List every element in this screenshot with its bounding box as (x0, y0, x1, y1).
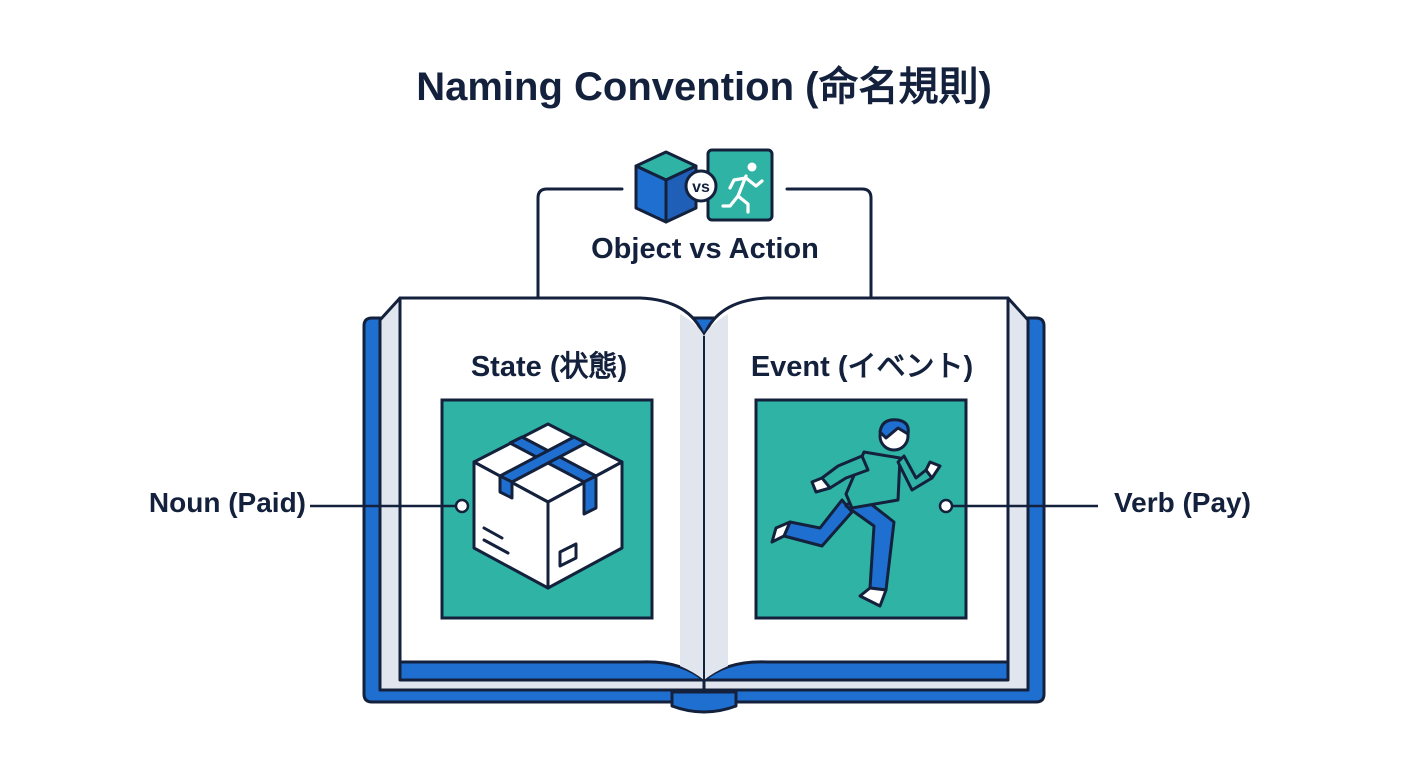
noun-connector (310, 498, 470, 514)
callout-bracket (536, 187, 873, 300)
running-person-icon (770, 418, 942, 608)
object-vs-action-label: Object vs Action (591, 233, 819, 265)
event-panel (754, 398, 968, 620)
package-box-icon (472, 422, 624, 590)
diagram-title: Naming Convention (命名規則) (416, 65, 992, 109)
cube-icon (634, 150, 698, 224)
verb-label: Verb (Pay) (1114, 487, 1251, 518)
book-spine-tab (670, 690, 738, 714)
runner-badge-icon (706, 148, 774, 222)
event-page-title: Event (イベント) (750, 351, 974, 383)
verb-connector (938, 498, 1098, 514)
vs-circle (684, 169, 718, 203)
state-page-title: State (状態) (470, 351, 628, 383)
vs-text: vs (692, 179, 710, 196)
right-page-edges (702, 296, 1030, 692)
noun-label: Noun (Paid) (148, 487, 306, 518)
state-panel (440, 398, 654, 620)
right-gutter-shade (704, 314, 728, 680)
object-vs-action-icon: vs (634, 148, 774, 224)
left-gutter-shade (680, 314, 704, 680)
